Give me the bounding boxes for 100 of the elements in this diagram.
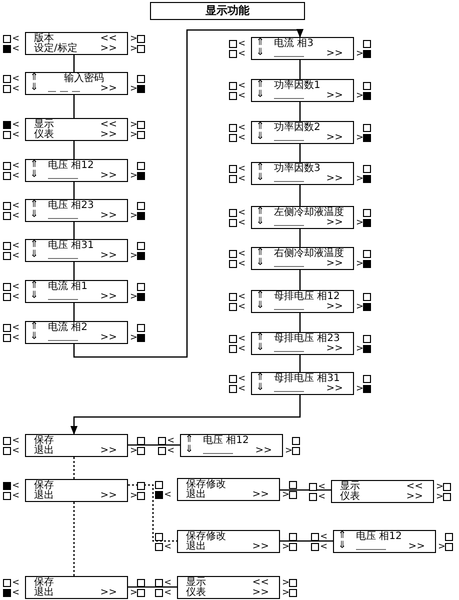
- connector-line: [128, 444, 180, 446]
- scroll-down-symbol: ⇓: [30, 170, 38, 180]
- key-symbol: >: [130, 35, 138, 44]
- lcd-screen: [25, 32, 128, 55]
- nav-symbol: >>: [326, 218, 343, 228]
- key-symbol: <: [238, 50, 246, 59]
- lcd-screen: [25, 159, 128, 182]
- key-symbol: >: [356, 345, 364, 354]
- screen-title: 母排电压 相12: [274, 292, 340, 302]
- screen-title: 电压 相23: [48, 201, 94, 211]
- menu-item: 版本: [34, 34, 54, 44]
- key-symbol: <: [12, 172, 20, 181]
- screen-title: 电流 相1: [48, 282, 88, 292]
- key-symbol: <: [238, 303, 246, 312]
- key-symbol: <: [238, 375, 246, 384]
- menu-item: 退出: [34, 588, 54, 598]
- connector-line: [128, 484, 177, 542]
- key-symbol: <: [12, 447, 20, 456]
- key-symbol: <: [12, 334, 20, 343]
- key-symbol: >: [130, 172, 138, 181]
- lcd-screen: [331, 480, 434, 503]
- connector-line: [299, 229, 301, 247]
- nav-symbol: >>: [100, 491, 117, 501]
- lcd-screen: [251, 290, 354, 313]
- nav-symbol: <<: [252, 578, 269, 588]
- lcd-screen: [25, 280, 128, 303]
- menu-item: 退出: [34, 491, 54, 501]
- key-symbol: <: [238, 345, 246, 354]
- nav-symbol: >>: [100, 84, 117, 94]
- nav-symbol: >>: [100, 333, 117, 343]
- scroll-down-symbol: ⇓: [30, 291, 38, 301]
- key-symbol: <: [238, 92, 246, 101]
- key-symbol: <: [238, 260, 246, 269]
- nav-symbol: >>: [326, 133, 343, 143]
- key-symbol: <: [12, 482, 20, 491]
- connector-line: [299, 102, 301, 121]
- nav-symbol: <<: [406, 482, 423, 492]
- key-symbol: <: [12, 324, 20, 333]
- arrow: [70, 395, 301, 435]
- lcd-screen: [25, 118, 128, 141]
- screen-title: 电压 相12: [48, 161, 94, 171]
- connector-line: [73, 457, 75, 479]
- scroll-up-symbol: ⇑: [30, 322, 38, 332]
- scroll-down-symbol: ⇓: [30, 210, 38, 220]
- key-symbol: <: [238, 40, 246, 49]
- key-symbol: <: [238, 293, 246, 302]
- connector-line: [73, 141, 75, 159]
- key-symbol: <: [238, 385, 246, 394]
- key-symbol: <: [320, 533, 328, 542]
- nav-symbol: >>: [100, 130, 117, 140]
- nav-symbol: >>: [326, 344, 343, 354]
- connector-line: [299, 60, 301, 79]
- key-symbol: >: [438, 543, 446, 552]
- scroll-up-symbol: ⇑: [30, 240, 38, 250]
- nav-symbol: >>: [326, 259, 343, 269]
- key-symbol: <: [12, 202, 20, 211]
- key-symbol: <: [12, 283, 20, 292]
- key-symbol: >: [130, 212, 138, 221]
- connector-line: [299, 355, 301, 372]
- key-symbol: >: [282, 589, 290, 598]
- key-symbol: >: [356, 50, 364, 59]
- key-symbol: <: [12, 589, 20, 598]
- scroll-up-symbol: ⇑: [30, 281, 38, 291]
- key-symbol: >: [282, 579, 290, 588]
- key-symbol: >: [436, 493, 444, 502]
- nav-symbol: <<: [100, 34, 117, 44]
- connector-line: [73, 182, 75, 199]
- nav-symbol: <<: [100, 120, 117, 130]
- nav-symbol: >>: [408, 542, 425, 552]
- scroll-down-symbol: ⇓: [256, 48, 264, 58]
- connector-line: [73, 55, 75, 72]
- scroll-down-symbol: ⇓: [30, 83, 38, 93]
- lcd-screen: [180, 434, 283, 457]
- connector-line: [299, 313, 301, 332]
- scroll-up-symbol: ⇑: [256, 163, 264, 173]
- key-symbol: <: [12, 85, 20, 94]
- key-symbol: <: [164, 543, 172, 552]
- menu-item: 设定/标定: [34, 44, 78, 54]
- key-symbol: <: [238, 82, 246, 91]
- lcd-screen: [251, 247, 354, 270]
- connector-line: [73, 262, 75, 280]
- lcd-screen: [251, 372, 354, 395]
- scroll-up-symbol: ⇑: [256, 248, 264, 258]
- lcd-screen: [25, 434, 128, 457]
- connector-line: [280, 489, 331, 491]
- lcd-screen: [251, 206, 354, 229]
- key-symbol: <: [12, 121, 20, 130]
- key-symbol: >: [356, 260, 364, 269]
- scroll-down-symbol: ⇓: [256, 217, 264, 227]
- scroll-down-symbol: ⇓: [30, 332, 38, 342]
- scroll-up-symbol: ⇑: [30, 73, 38, 83]
- nav-symbol: >>: [100, 446, 117, 456]
- key-symbol: <: [318, 493, 326, 502]
- nav-symbol: >>: [252, 490, 269, 500]
- scroll-up-symbol: ⇑: [30, 160, 38, 170]
- scroll-up-symbol: ⇑: [256, 80, 264, 90]
- key-symbol: >: [356, 303, 364, 312]
- key-symbol: <: [12, 492, 20, 501]
- nav-symbol: >>: [252, 542, 269, 552]
- nav-symbol: >>: [326, 302, 343, 312]
